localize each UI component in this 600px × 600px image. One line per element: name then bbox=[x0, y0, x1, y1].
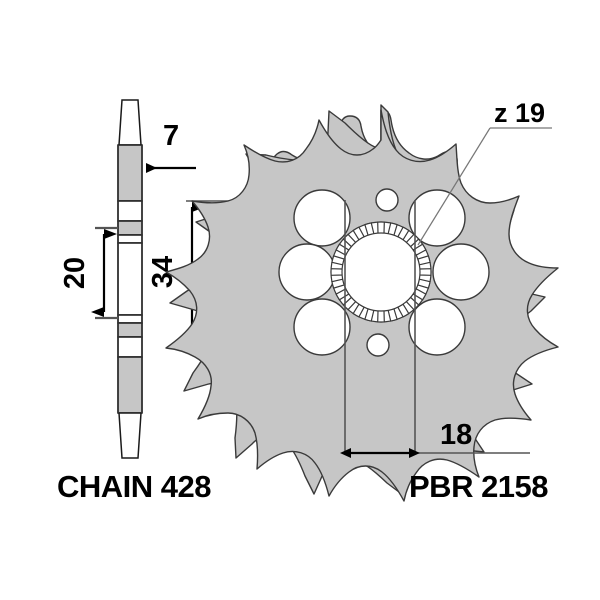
spline-tooth bbox=[419, 268, 432, 276]
dim-20-label: 20 bbox=[59, 257, 91, 289]
leader-teeth-count: z 19 bbox=[417, 98, 552, 246]
dimension-thickness-7: 7 bbox=[146, 120, 196, 173]
z19-label: z 19 bbox=[494, 98, 545, 128]
small-hole-bottom bbox=[366, 333, 390, 357]
profile-center-web bbox=[117, 242, 143, 316]
part-number-label: PBR 2158 bbox=[409, 469, 548, 504]
lightening-hole-mid-right bbox=[432, 243, 490, 301]
profile-upper-thin-band bbox=[117, 220, 143, 236]
small-hole-top bbox=[375, 188, 399, 212]
profile-lower-thin-gap bbox=[117, 314, 143, 324]
spline-bore bbox=[330, 221, 432, 323]
z19-leader-line bbox=[417, 127, 491, 246]
lightening-hole-top-left bbox=[293, 189, 351, 247]
dim-18-label: 18 bbox=[440, 419, 472, 451]
spline-tooth bbox=[377, 221, 385, 234]
side-profile-view bbox=[117, 99, 143, 459]
sprocket-front-view bbox=[165, 104, 559, 502]
spline-inner-bore bbox=[341, 232, 421, 312]
profile-upper-band bbox=[117, 144, 143, 202]
lightening-hole-bottom-left bbox=[293, 298, 351, 356]
chain-spec-label: CHAIN 428 bbox=[57, 469, 211, 504]
profile-upper-gap bbox=[117, 200, 143, 222]
profile-lower-gap bbox=[117, 336, 143, 358]
lightening-hole-bottom-right bbox=[408, 298, 466, 356]
dimension-inner-20: 20 bbox=[59, 226, 118, 320]
dim-7-label: 7 bbox=[163, 120, 179, 152]
lightening-hole-mid-left bbox=[278, 243, 336, 301]
dimension-tooth-width-18: 18 bbox=[340, 200, 530, 458]
profile-lower-thin-band bbox=[117, 322, 143, 338]
spline-tooth bbox=[330, 268, 343, 276]
profile-lower-band bbox=[117, 356, 143, 414]
profile-top-taper bbox=[118, 99, 142, 146]
profile-bottom-taper bbox=[118, 412, 142, 459]
profile-upper-thin-gap bbox=[117, 234, 143, 244]
spline-tooth bbox=[377, 310, 385, 323]
lightening-hole-top-right bbox=[408, 189, 466, 247]
